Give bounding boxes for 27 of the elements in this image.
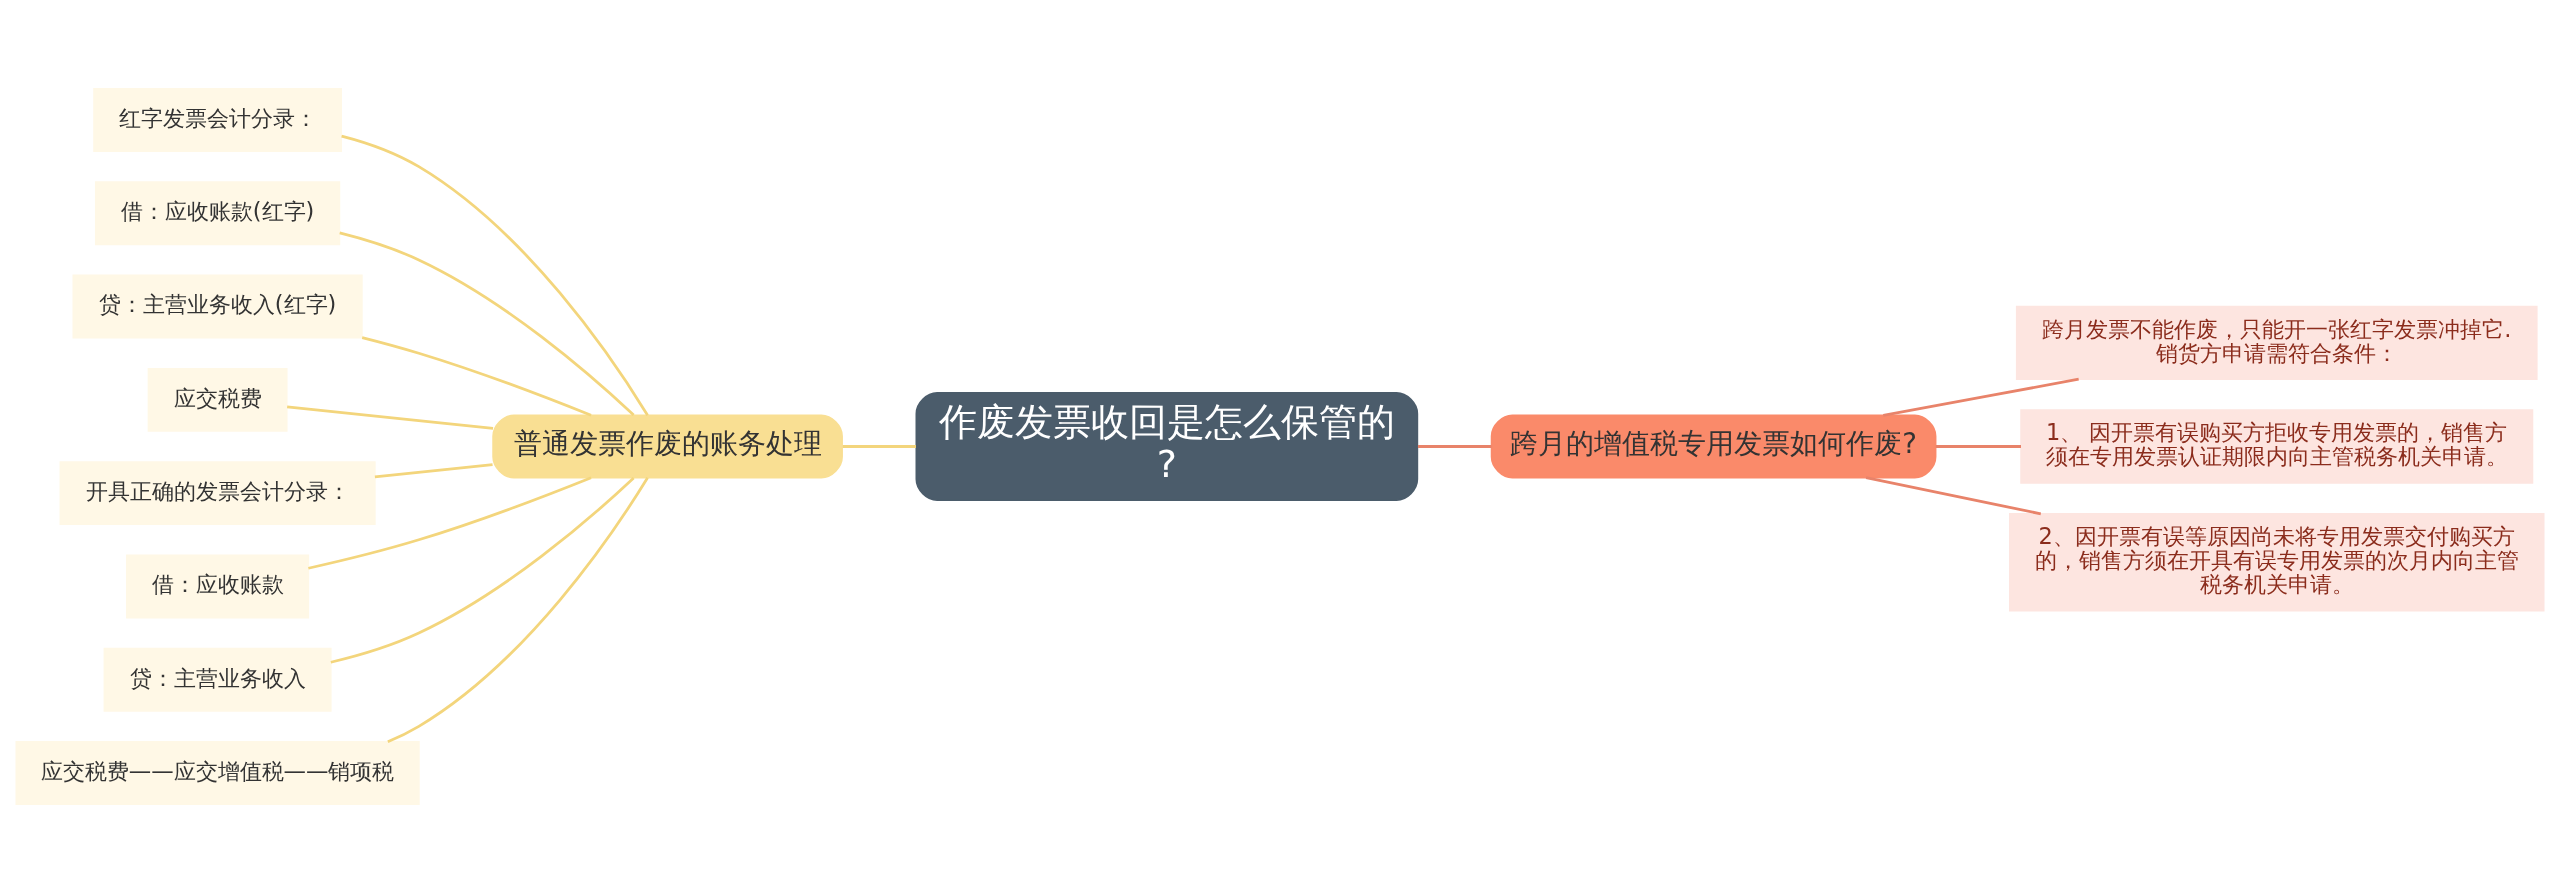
connector [330,477,635,664]
node-box: 作废发票收回是怎么保管的? [915,392,1419,501]
node-box: 借：应收账款 [126,554,310,619]
connector [1417,445,1492,448]
node-box: 普通发票作废的账务处理 [492,414,843,479]
node-box: 跨月的增值税专用发票如何作废? [1490,414,1937,479]
node-box: 开具正确的发票会计分录： [59,461,376,526]
node-box: 1、 因开票有误购买方拒收专用发票的，销售方须在专用发票认证期限内向主管税务机关申请。 [2020,409,2534,484]
node-box: 跨月发票不能作废，只能开一张红字发票冲掉它.销货方申请需符合条件： [2015,305,2538,380]
connector [387,477,649,744]
node-box: 贷：主营业务收入 [103,647,332,712]
connector [842,445,916,448]
connector [361,336,592,417]
connector [374,463,493,479]
connector [1865,476,2042,516]
node-box: 应交税费——应交增值税——销项税 [15,741,420,805]
node-box: 2、因开票有误等原因尚未将专用发票交付购买方的，销售方须在开具有误专用发票的次月内向主管税务机关申请。 [2009,513,2545,612]
connector [287,405,494,430]
connector [1883,377,2079,417]
connector [339,231,635,416]
connector [308,476,592,570]
connector [341,134,649,416]
node-box: 贷：主营业务收入(红字) [72,274,363,339]
node-box: 借：应收账款(红字) [94,181,341,246]
connector [1935,445,2021,448]
node-box: 应交税费 [147,367,288,432]
node-box: 红字发票会计分录： [93,88,342,152]
